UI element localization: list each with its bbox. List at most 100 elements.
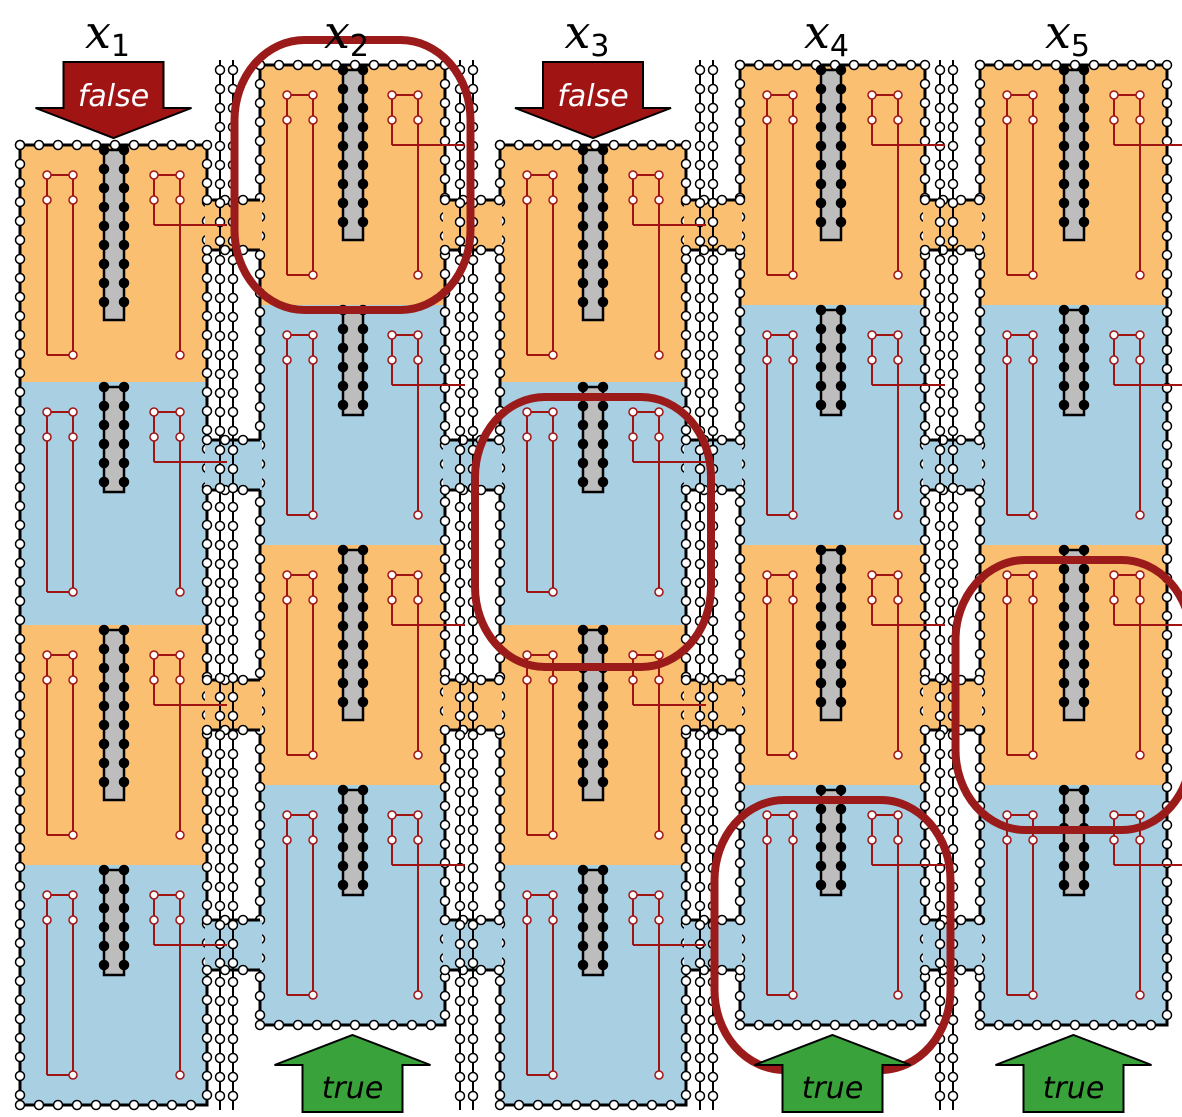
node-dot	[439, 629, 451, 641]
wire-node	[175, 915, 185, 925]
node-dot	[118, 940, 130, 952]
node-dot	[707, 292, 719, 304]
node-dot	[694, 862, 706, 874]
node-dot	[815, 620, 827, 632]
node-dot	[454, 235, 466, 247]
node-dot	[494, 158, 506, 170]
node-dot	[934, 995, 946, 1007]
node-dot	[551, 1099, 563, 1111]
variable-index: 3	[590, 29, 609, 64]
node-dot	[439, 484, 451, 496]
node-dot	[357, 620, 369, 632]
node-dot	[439, 496, 451, 508]
node-dot	[919, 990, 931, 1002]
node-dot	[337, 342, 349, 354]
node-dot	[1058, 140, 1070, 152]
node-dot	[1058, 121, 1070, 133]
node-dot	[254, 629, 266, 641]
node-dot	[1078, 784, 1090, 796]
wire-node	[1028, 90, 1038, 100]
node-dot	[467, 406, 479, 418]
node-dot	[494, 310, 506, 322]
node-dot	[707, 425, 719, 437]
node-dot	[439, 781, 451, 793]
node-dot	[597, 201, 609, 213]
node-dot	[934, 387, 946, 399]
node-dot	[387, 1019, 399, 1031]
node-dot	[214, 1014, 226, 1026]
node-dot	[993, 59, 1005, 71]
node-dot	[493, 674, 505, 686]
node-dot	[597, 163, 609, 175]
node-dot	[1161, 211, 1173, 223]
node-dot	[254, 743, 266, 755]
node-dot	[716, 434, 728, 446]
node-dot	[597, 381, 609, 393]
node-dot	[439, 743, 451, 755]
node-dot	[680, 557, 692, 569]
node-dot	[1058, 178, 1070, 190]
node-dot	[14, 652, 26, 664]
variable-index: 1	[111, 29, 130, 64]
true-arrow	[274, 1033, 431, 1113]
wire-node	[175, 830, 185, 840]
node-dot	[694, 406, 706, 418]
node-dot	[1161, 249, 1173, 261]
node-dot	[680, 194, 692, 206]
node-dot	[118, 476, 130, 488]
node-dot	[357, 803, 369, 815]
node-dot	[734, 876, 746, 888]
node-dot	[577, 940, 589, 952]
node-dot	[467, 1014, 479, 1026]
node-dot	[947, 463, 959, 475]
node-dot	[1161, 325, 1173, 337]
node-dot	[1058, 879, 1070, 891]
node-dot	[454, 881, 466, 893]
node-dot	[201, 842, 213, 854]
node-dot	[254, 116, 266, 128]
node-dot	[292, 1019, 304, 1031]
node-dot	[494, 538, 506, 550]
node-dot	[680, 724, 692, 736]
node-dot	[254, 591, 266, 603]
wire-node	[175, 650, 185, 660]
wire-node	[308, 990, 318, 1000]
node-dot	[919, 648, 931, 660]
node-dot	[577, 438, 589, 450]
node-dot	[734, 781, 746, 793]
node-dot	[201, 434, 213, 446]
wire-node	[762, 810, 772, 820]
node-dot	[254, 249, 266, 261]
node-dot	[707, 273, 719, 285]
node-dot	[680, 674, 692, 686]
node-dot	[439, 914, 451, 926]
node-dot	[337, 102, 349, 114]
node-dot	[734, 591, 746, 603]
node-dot	[974, 420, 986, 432]
node-dot	[454, 216, 466, 228]
node-dot	[1161, 857, 1173, 869]
node-dot	[227, 843, 239, 855]
node-dot	[227, 1052, 239, 1064]
node-dot	[118, 182, 130, 194]
node-dot	[680, 386, 692, 398]
node-dot	[597, 624, 609, 636]
node-dot	[14, 215, 26, 227]
node-dot	[919, 97, 931, 109]
node-dot	[947, 368, 959, 380]
node-dot	[1161, 268, 1173, 280]
node-dot	[680, 244, 692, 256]
wire-node	[867, 595, 877, 605]
node-dot	[227, 957, 239, 969]
wire-node	[413, 810, 423, 820]
node-dot	[14, 253, 26, 265]
node-dot	[934, 482, 946, 494]
wire-node	[1028, 355, 1038, 365]
node-dot	[734, 244, 746, 256]
node-dot	[1161, 933, 1173, 945]
node-dot	[439, 724, 451, 736]
node-dot	[680, 484, 692, 496]
node-dot	[1058, 342, 1070, 354]
node-dot	[815, 696, 827, 708]
